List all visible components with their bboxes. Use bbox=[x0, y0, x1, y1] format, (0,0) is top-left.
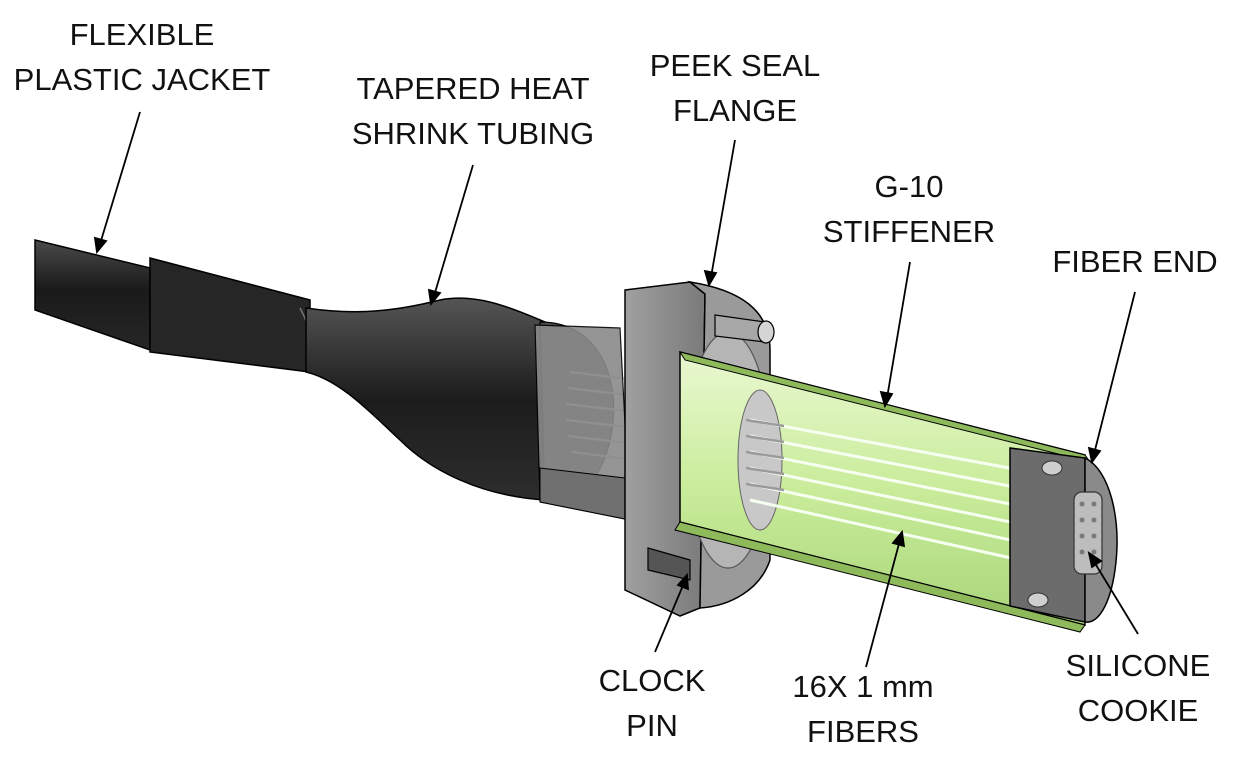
arrowhead-heatshrink bbox=[427, 288, 442, 307]
label-tapered-heat-shrink-tubing: TAPERED HEAT SHRINK TUBING bbox=[351, 71, 595, 151]
fibers-bundle bbox=[749, 418, 1021, 562]
label-silicone-cookie: SILICONE COOKIE bbox=[1065, 648, 1211, 728]
flexible-plastic-jacket bbox=[34, 239, 312, 373]
label-clock-pin: CLOCK PIN bbox=[598, 663, 706, 743]
flange-pin bbox=[714, 314, 775, 344]
arrowhead-fibers bbox=[891, 529, 906, 548]
arrowhead-jacket bbox=[93, 236, 108, 255]
leader-cookie bbox=[1092, 559, 1139, 635]
leader-stiffener bbox=[886, 261, 911, 399]
fiber-stub-ends bbox=[745, 418, 785, 492]
leader-clockpin bbox=[654, 582, 685, 653]
leader-lines bbox=[93, 111, 1139, 668]
leader-fiberend bbox=[1093, 291, 1136, 455]
label-fibers: 16X 1 mm FIBERS bbox=[792, 669, 934, 749]
leader-fibers bbox=[865, 539, 901, 668]
leader-jacket bbox=[99, 111, 141, 245]
label-peek-seal-flange: PEEK SEAL FLANGE bbox=[649, 48, 821, 128]
leader-flange bbox=[710, 139, 736, 278]
arrowhead-fiberend bbox=[1087, 446, 1102, 465]
arrowhead-clockpin bbox=[676, 572, 690, 591]
silicone-cookie bbox=[1073, 491, 1103, 575]
label-flexible-plastic-jacket: FLEXIBLE PLASTIC JACKET bbox=[13, 17, 271, 97]
arrowhead-flange bbox=[703, 269, 718, 288]
back-shell bbox=[534, 324, 631, 521]
clock-pin bbox=[647, 547, 691, 581]
label-fiber-end: FIBER END bbox=[1052, 244, 1218, 279]
arrowhead-cookie bbox=[1087, 551, 1103, 569]
arrowhead-stiffener bbox=[879, 390, 894, 409]
label-g10-stiffener: G-10 STIFFENER bbox=[822, 169, 996, 249]
leader-heatshrink bbox=[433, 164, 474, 297]
